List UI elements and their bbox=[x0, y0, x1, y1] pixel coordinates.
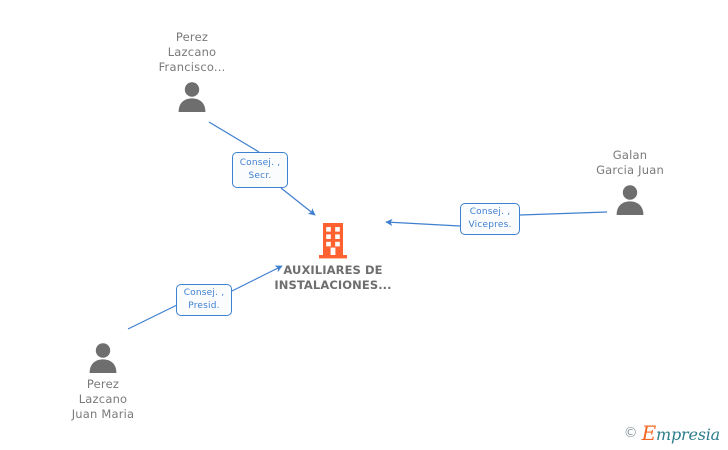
person-name-label: Perez Lazcano Francisco... bbox=[158, 30, 226, 74]
brand-rest-letters: mpresia bbox=[656, 425, 720, 444]
person-name-label: Galan Garcia Juan bbox=[596, 148, 664, 177]
empresia-watermark: © Empresia bbox=[623, 421, 721, 445]
edge-juanmaria-to-label bbox=[127, 304, 178, 330]
building-icon bbox=[319, 223, 347, 259]
relation-label-vicepresidente[interactable]: Consej. , Vicepres. bbox=[460, 203, 520, 235]
person-node-perez-lazcano-juan-maria[interactable]: Perez Lazcano Juan Maria bbox=[38, 336, 168, 422]
brand-lead-letter: E bbox=[641, 421, 657, 445]
person-icon bbox=[178, 82, 206, 112]
person-name-label: Perez Lazcano Juan Maria bbox=[71, 377, 135, 421]
company-node[interactable]: AUXILIARES DE INSTALACIONES... bbox=[248, 222, 418, 293]
edge-label-to-company-secr bbox=[280, 187, 316, 216]
company-name-label: AUXILIARES DE INSTALACIONES... bbox=[274, 263, 392, 292]
person-icon bbox=[616, 185, 644, 215]
person-node-perez-lazcano-francisco[interactable]: Perez Lazcano Francisco... bbox=[127, 30, 257, 113]
person-icon bbox=[89, 343, 117, 373]
person-node-galan-garcia-juan[interactable]: Galan Garcia Juan bbox=[565, 148, 695, 216]
copyright-icon: © bbox=[623, 425, 638, 441]
edge-francisco-to-label bbox=[208, 121, 260, 153]
relation-label-secretario[interactable]: Consej. , Secr. bbox=[232, 152, 288, 188]
brand-wordmark: Empresia bbox=[641, 421, 721, 445]
relation-label-presidente[interactable]: Consej. , Presid. bbox=[176, 284, 232, 316]
